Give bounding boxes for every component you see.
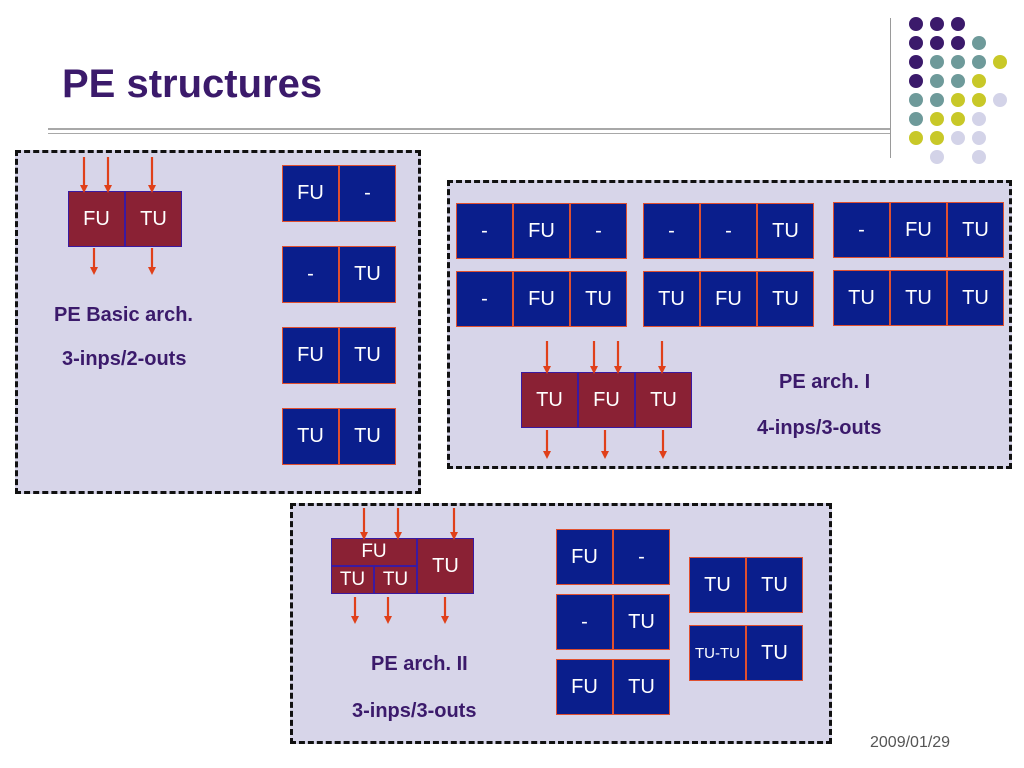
- arch1-variant-4-cell-2: FU: [513, 271, 570, 327]
- basic-variant-1-cell-1: FU: [282, 165, 339, 222]
- arch1-main-fu: FU: [578, 372, 635, 428]
- dot: [930, 150, 944, 164]
- arch2-variant-3-cell-2: TU: [613, 659, 670, 715]
- arch1-variant-6-cell-1: TU: [833, 270, 890, 326]
- corner-divider: [890, 18, 891, 158]
- basic-main-tu: TU: [125, 191, 182, 247]
- basic-variant-1-cell-2: -: [339, 165, 396, 222]
- arch2-variant-5-cell-1: TU-TU: [689, 625, 746, 681]
- basic-arch-label: PE Basic arch.: [54, 304, 193, 326]
- dot: [972, 150, 986, 164]
- dot: [930, 131, 944, 145]
- dot: [972, 93, 986, 107]
- basic-variant-2-cell-1: -: [282, 246, 339, 303]
- arch2-variant-4-cell-1: TU: [689, 557, 746, 613]
- arch2-label: PE arch. II: [371, 653, 468, 675]
- arch1-main-tu-left: TU: [521, 372, 578, 428]
- basic-main-fu: FU: [68, 191, 125, 247]
- arch2-main-tu-bottom-right: TU: [374, 566, 417, 594]
- arch1-variant-2-cell-1: -: [643, 203, 700, 259]
- slide-date: 2009/01/29: [870, 734, 951, 751]
- page-title: PE structures: [62, 62, 323, 106]
- dot: [972, 112, 986, 126]
- dot: [951, 112, 965, 126]
- basic-variant-2-cell-2: TU: [339, 246, 396, 303]
- dot: [993, 55, 1007, 69]
- basic-io-label: 3-inps/2-outs: [62, 348, 187, 370]
- arch1-variant-4-cell-1: -: [456, 271, 513, 327]
- dot: [930, 93, 944, 107]
- arch1-variant-6-cell-3: TU: [947, 270, 1004, 326]
- dot: [972, 55, 986, 69]
- dot: [909, 74, 923, 88]
- arch1-variant-4-cell-3: TU: [570, 271, 627, 327]
- arch2-main-tu-bottom-left: TU: [331, 566, 374, 594]
- arch2-variant-5-cell-2: TU: [746, 625, 803, 681]
- basic-variant-4-cell-2: TU: [339, 408, 396, 465]
- dot: [951, 17, 965, 31]
- arch2-variant-3-cell-1: FU: [556, 659, 613, 715]
- dot: [951, 74, 965, 88]
- arch1-variant-2-cell-2: -: [700, 203, 757, 259]
- dot: [972, 131, 986, 145]
- basic-variant-3-cell-1: FU: [282, 327, 339, 384]
- dot: [909, 17, 923, 31]
- dot: [930, 36, 944, 50]
- arch2-variant-1-cell-2: -: [613, 529, 670, 585]
- dot: [909, 55, 923, 69]
- arch1-io-label: 4-inps/3-outs: [757, 417, 882, 439]
- dot: [993, 93, 1007, 107]
- arch2-main-fu: FU: [331, 538, 417, 566]
- dot: [909, 112, 923, 126]
- dot: [972, 74, 986, 88]
- basic-variant-3-cell-2: TU: [339, 327, 396, 384]
- arch1-main-tu-right: TU: [635, 372, 692, 428]
- dot: [909, 36, 923, 50]
- arch1-variant-1-cell-2: FU: [513, 203, 570, 259]
- arch2-io-label: 3-inps/3-outs: [352, 700, 477, 722]
- title-rule: [48, 128, 890, 130]
- dot: [930, 74, 944, 88]
- arch1-variant-3-cell-2: FU: [890, 202, 947, 258]
- title-rule-thin: [48, 133, 890, 134]
- dot: [909, 93, 923, 107]
- dot: [951, 131, 965, 145]
- arch1-variant-5-cell-2: FU: [700, 271, 757, 327]
- arch1-variant-3-cell-3: TU: [947, 202, 1004, 258]
- arch2-variant-4-cell-2: TU: [746, 557, 803, 613]
- dot: [930, 55, 944, 69]
- dot: [930, 17, 944, 31]
- arch1-variant-5-cell-3: TU: [757, 271, 814, 327]
- arch2-main-tu-right: TU: [417, 538, 474, 594]
- dot: [909, 131, 923, 145]
- arch2-variant-2-cell-1: -: [556, 594, 613, 650]
- dot: [972, 36, 986, 50]
- dot: [951, 36, 965, 50]
- arch1-label: PE arch. I: [779, 371, 871, 393]
- arch1-variant-6-cell-2: TU: [890, 270, 947, 326]
- arch1-variant-2-cell-3: TU: [757, 203, 814, 259]
- arch2-variant-2-cell-2: TU: [613, 594, 670, 650]
- arch1-variant-1-cell-1: -: [456, 203, 513, 259]
- arch1-variant-5-cell-1: TU: [643, 271, 700, 327]
- arch1-variant-1-cell-3: -: [570, 203, 627, 259]
- dot: [930, 112, 944, 126]
- dot: [951, 93, 965, 107]
- arch1-variant-3-cell-1: -: [833, 202, 890, 258]
- basic-variant-4-cell-1: TU: [282, 408, 339, 465]
- arch2-variant-1-cell-1: FU: [556, 529, 613, 585]
- dot: [951, 55, 965, 69]
